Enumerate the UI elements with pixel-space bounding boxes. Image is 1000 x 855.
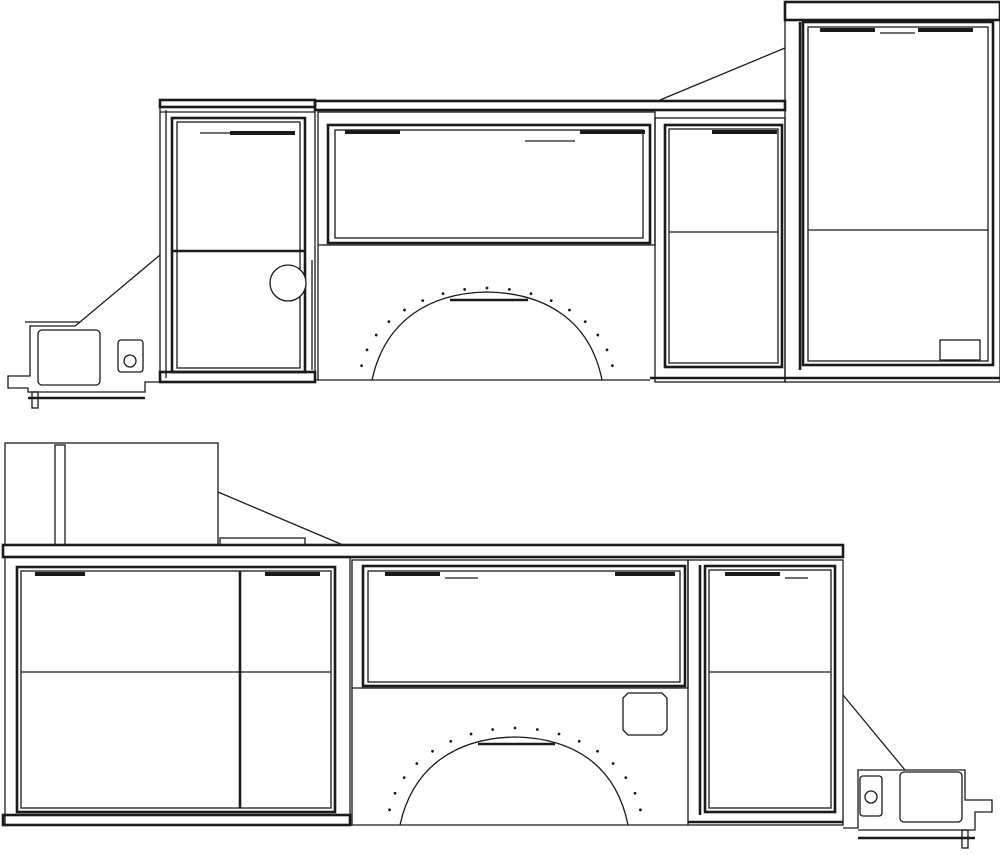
side-view-lower bbox=[1, 442, 993, 849]
wheel-well bbox=[388, 726, 642, 826]
rivet-dot bbox=[415, 762, 419, 765]
rivet-dot bbox=[557, 732, 561, 736]
rivet-dot bbox=[611, 762, 615, 765]
rivet-dot bbox=[583, 320, 587, 324]
top-rail bbox=[1, 543, 845, 559]
rivet-dot bbox=[402, 776, 406, 780]
door-latch bbox=[820, 28, 875, 32]
rivet-dot bbox=[596, 333, 600, 337]
compartment-left bbox=[1, 556, 352, 827]
door-latch bbox=[918, 28, 973, 32]
rivet-dot bbox=[513, 726, 517, 730]
rivet-dot bbox=[485, 286, 489, 290]
rivet-dot bbox=[577, 739, 581, 743]
compartment-left bbox=[158, 106, 317, 384]
rivet-dot bbox=[568, 308, 571, 312]
rivet-dot bbox=[388, 808, 391, 812]
rivet-dot bbox=[596, 749, 599, 753]
rivet-dot bbox=[393, 791, 397, 795]
rivet-dot bbox=[605, 348, 609, 352]
door-latch bbox=[345, 130, 400, 134]
rivet-dot bbox=[633, 791, 637, 795]
rivet-dot bbox=[463, 288, 467, 291]
compartment-middle bbox=[311, 111, 656, 380]
door-latch bbox=[615, 572, 675, 576]
front-step bbox=[7, 254, 161, 409]
rivet-dot bbox=[365, 348, 369, 352]
rivet-dot bbox=[549, 299, 553, 303]
access-hatch bbox=[622, 692, 668, 736]
ladder-rack-brace bbox=[659, 47, 786, 101]
rivet-dot bbox=[449, 739, 453, 743]
door-latch bbox=[725, 572, 780, 576]
rivet-dot bbox=[639, 808, 642, 812]
fuel-door bbox=[269, 264, 307, 302]
rivet-dot bbox=[469, 732, 473, 736]
compartment-tall bbox=[783, 0, 1000, 383]
door-latch bbox=[580, 130, 645, 134]
door-latch bbox=[230, 131, 295, 135]
rivet-dot bbox=[431, 749, 434, 753]
rivet-dot bbox=[611, 364, 614, 368]
door-latch bbox=[35, 572, 85, 576]
top-rail bbox=[158, 98, 787, 113]
compartment-tall bbox=[4, 442, 306, 546]
rivet-dot bbox=[535, 728, 539, 731]
rivet-dot bbox=[360, 364, 363, 368]
rivet-dot bbox=[507, 288, 511, 291]
rivet-dot bbox=[403, 308, 406, 312]
rivet-dot bbox=[441, 292, 445, 296]
compartment-right bbox=[687, 559, 844, 826]
wheel-well bbox=[360, 286, 614, 381]
rivet-dot bbox=[421, 299, 425, 303]
door-latch bbox=[385, 572, 440, 576]
compartment-right bbox=[654, 117, 786, 383]
door-latch bbox=[712, 130, 777, 134]
rivet-dot bbox=[624, 776, 628, 780]
compartment-middle bbox=[351, 559, 689, 825]
side-view-upper bbox=[7, 0, 1000, 409]
rear-step bbox=[842, 694, 993, 849]
door-latch bbox=[265, 572, 320, 576]
rivet-dot bbox=[491, 728, 495, 731]
ladder-rack-brace bbox=[217, 491, 344, 546]
rivet-dot bbox=[387, 320, 391, 324]
rivet-dot bbox=[529, 292, 533, 296]
rivet-dot bbox=[374, 333, 378, 337]
